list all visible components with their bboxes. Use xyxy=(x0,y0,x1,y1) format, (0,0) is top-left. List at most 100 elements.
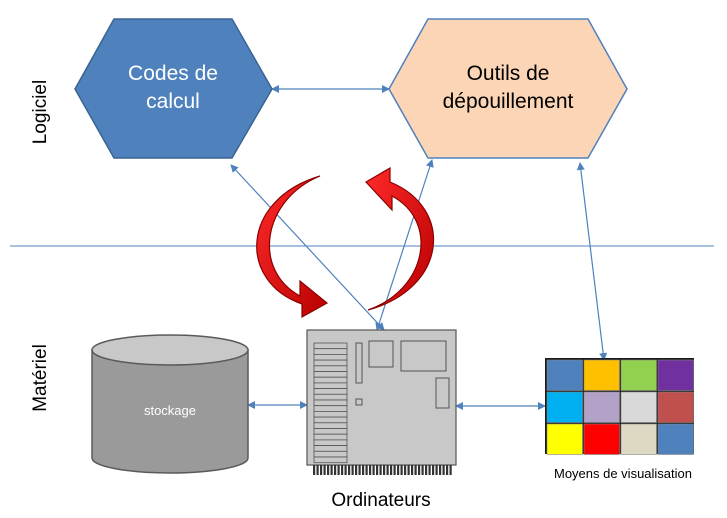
software-layer-label: Logiciel xyxy=(30,80,51,144)
board-chip-large xyxy=(400,340,447,372)
visualization-palette xyxy=(546,359,694,455)
connector-pin xyxy=(369,465,372,475)
connector-pin xyxy=(313,465,316,475)
palette-cell xyxy=(546,359,583,391)
connector-pin xyxy=(383,465,386,475)
board-slot xyxy=(313,388,348,395)
connector-pin xyxy=(355,465,358,475)
hardware-layer-label: Matériel xyxy=(30,344,51,412)
board-connector-pins xyxy=(313,465,452,475)
palette-cell xyxy=(583,423,620,455)
connector-pin xyxy=(341,465,344,475)
board-chip-vertical xyxy=(435,377,450,409)
outils-visualization-arrow xyxy=(576,162,608,361)
post-processing-label-line1: Outils de xyxy=(467,62,550,85)
connector-pin xyxy=(421,465,424,475)
board-slot xyxy=(313,371,348,378)
board-slot xyxy=(313,382,348,389)
compute-codes-label-line2: calcul xyxy=(146,90,200,113)
post-processing-label-line2: dépouillement xyxy=(443,90,574,113)
palette-cell xyxy=(546,423,583,455)
connector-pin xyxy=(428,465,431,475)
board-slot xyxy=(313,456,348,464)
cycle-arrow-right xyxy=(365,166,435,311)
palette-cell xyxy=(657,359,694,391)
palette-cell xyxy=(583,359,620,391)
connector-pin xyxy=(397,465,400,475)
connector-pin xyxy=(327,465,330,475)
connector-pin xyxy=(393,465,396,475)
cycle-arrows xyxy=(256,166,435,319)
board-slot xyxy=(313,410,348,418)
connector-pin xyxy=(334,465,337,475)
storage-node: stockage xyxy=(91,334,249,474)
connector-pin xyxy=(337,465,340,475)
board-slot xyxy=(313,428,348,435)
board-slot xyxy=(313,405,348,412)
connector-pin xyxy=(316,465,319,475)
connector-pin xyxy=(330,465,333,475)
post-processing-node: Outils de dépouillement xyxy=(388,18,628,159)
connector-pin xyxy=(362,465,365,475)
cycle-arrow-left xyxy=(256,175,329,319)
board-slot xyxy=(313,439,348,446)
connector-pin xyxy=(439,465,442,475)
board-slot xyxy=(313,393,348,401)
connector-pin xyxy=(323,465,326,475)
palette-cell xyxy=(583,391,620,423)
board-slot xyxy=(313,422,348,429)
board-chip-tiny xyxy=(355,398,363,406)
compute-codes-node: Codes de calcul xyxy=(74,18,273,159)
board-slot xyxy=(313,342,348,350)
board-slot xyxy=(313,359,348,367)
palette-cell xyxy=(546,391,583,423)
board-slot xyxy=(313,365,348,372)
palette-cell xyxy=(657,391,694,423)
palette-cell xyxy=(620,359,657,391)
connector-pin xyxy=(432,465,435,475)
board-slot xyxy=(313,399,348,407)
connector-pin xyxy=(407,465,410,475)
computers-node: Ordinateurs xyxy=(306,329,457,511)
connector-pin xyxy=(365,465,368,475)
connector-pin xyxy=(418,465,421,475)
visualization-label: Moyens de visualisation xyxy=(554,466,692,481)
connector-pin xyxy=(372,465,375,475)
board-slot xyxy=(313,376,348,384)
palette-cell xyxy=(620,391,657,423)
connector-pin xyxy=(449,465,452,475)
connector-pin xyxy=(442,465,445,475)
connector-pin xyxy=(320,465,323,475)
palette-cell xyxy=(657,423,694,455)
connector-pin xyxy=(351,465,354,475)
computers-codes-arrow xyxy=(230,164,385,331)
board-slot xyxy=(313,416,348,424)
connector-pin xyxy=(358,465,361,475)
board-narrow-slot xyxy=(355,342,363,384)
connector-pin xyxy=(379,465,382,475)
board-slot xyxy=(313,348,348,355)
storage-label: stockage xyxy=(144,403,196,418)
board-slot xyxy=(313,445,348,452)
connector-pin xyxy=(414,465,417,475)
connector-pin xyxy=(376,465,379,475)
board-slot xyxy=(313,433,348,441)
connector-pin xyxy=(386,465,389,475)
board-slot xyxy=(313,353,348,361)
visualization-node: Moyens de visualisation xyxy=(545,358,694,481)
connector-pin xyxy=(446,465,449,475)
connector-pin xyxy=(344,465,347,475)
connector-pin xyxy=(404,465,407,475)
board-slot-stack xyxy=(313,342,348,464)
connector-pin xyxy=(348,465,351,475)
palette-cell xyxy=(620,423,657,455)
connector-pin xyxy=(411,465,414,475)
board-chip-small xyxy=(368,340,394,368)
connector-pin xyxy=(425,465,428,475)
compute-codes-label-line1: Codes de xyxy=(128,62,218,85)
connector-pin xyxy=(435,465,438,475)
computers-label: Ordinateurs xyxy=(331,490,430,511)
connector-pin xyxy=(400,465,403,475)
connector-pin xyxy=(390,465,393,475)
